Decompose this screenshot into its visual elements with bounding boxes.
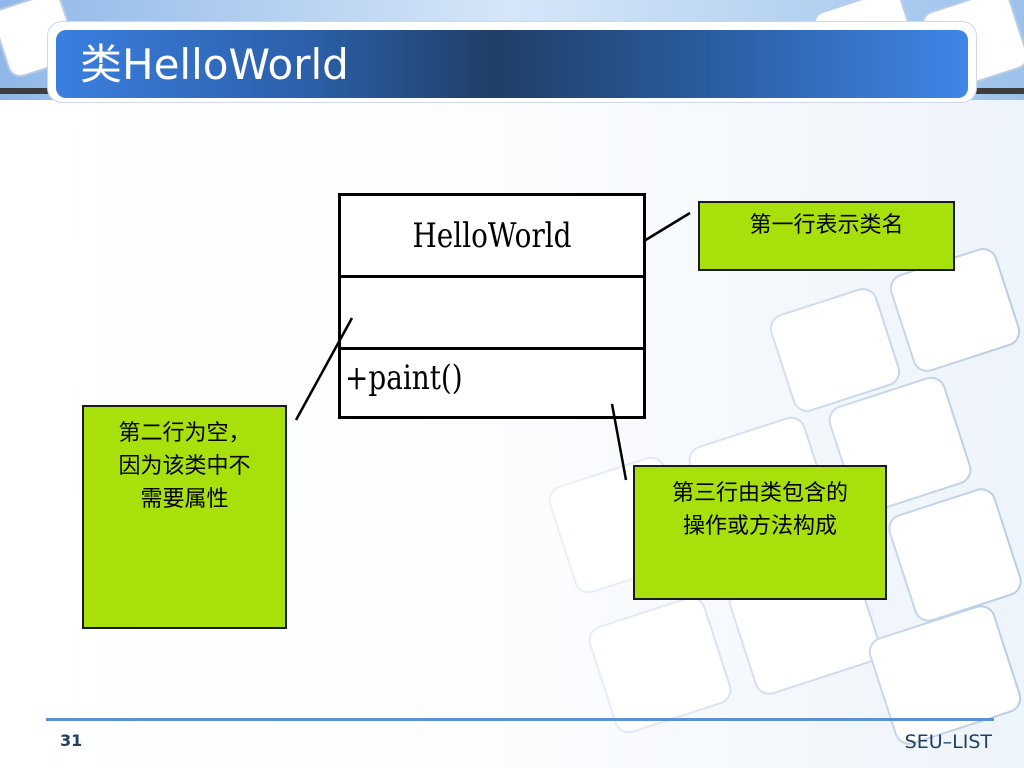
uml-operation: +paint(): [345, 358, 463, 398]
uml-operations-row: +paint(): [341, 350, 643, 416]
note-row1-text: 第一行表示类名: [749, 213, 904, 238]
note-row3-line: 操作或方法构成: [682, 514, 837, 539]
note-row2-line: 需要属性: [140, 487, 229, 512]
title-right-stub: [974, 88, 1024, 94]
page-number: 31: [60, 731, 83, 750]
uml-attributes-row: [341, 278, 643, 350]
note-row2-line: 因为该类中不: [118, 454, 251, 479]
uml-class-box: HelloWorld +paint(): [338, 193, 646, 419]
note-row2-empty-attributes: 第二行为空， 因为该类中不 需要属性: [82, 405, 287, 629]
note-row2-line: 第二行为空，: [118, 421, 251, 446]
footer-brand: SEU–LIST: [904, 731, 992, 753]
note-row1-class-name: 第一行表示类名: [698, 201, 955, 271]
uml-class-name: HelloWorld: [412, 215, 572, 256]
slide-title: 类HelloWorld: [80, 40, 349, 89]
footer-divider: [46, 718, 994, 721]
title-bar: [56, 30, 968, 98]
uml-class-name-row: HelloWorld: [341, 196, 643, 278]
note-row3-operations: 第三行由类包含的 操作或方法构成: [633, 465, 887, 600]
note-row3-line: 第三行由类包含的: [671, 481, 848, 506]
title-left-stub: [0, 88, 50, 94]
